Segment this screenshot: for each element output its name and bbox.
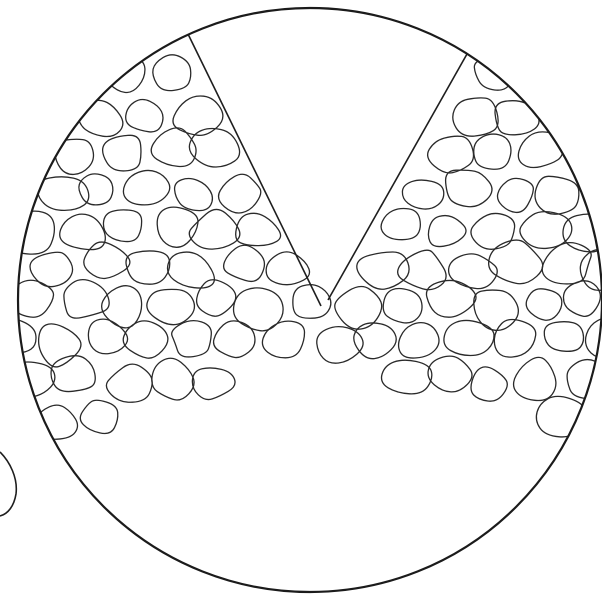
cell-outline (453, 98, 498, 136)
cell-outline (474, 290, 519, 330)
cell-outline (474, 134, 511, 169)
cell-outline (192, 368, 235, 400)
cell-outline (153, 55, 191, 91)
cell-outline (64, 280, 109, 318)
cell-outline (535, 176, 579, 214)
cell-outline (542, 243, 591, 284)
cell-outline (428, 216, 466, 247)
cell-outline (357, 252, 409, 289)
cell-outline (471, 213, 515, 249)
v-notch (188, 34, 467, 306)
cell-outline (175, 179, 213, 211)
cell-outline (426, 280, 476, 317)
cell-outline (35, 405, 78, 439)
cell-outline (147, 289, 195, 324)
cell-outline (526, 289, 562, 320)
cell-outline (446, 170, 492, 207)
cell-outline (518, 132, 563, 168)
cell-outline (224, 245, 265, 281)
cell-outline (354, 323, 396, 359)
cell-outline (563, 281, 600, 317)
cell-layer (0, 55, 602, 439)
cell-outline (55, 139, 94, 174)
cell-outline (123, 321, 168, 358)
cell-outline (514, 357, 556, 400)
cell-outline (497, 178, 533, 212)
cell-outline (293, 285, 331, 319)
cell-outline (495, 101, 539, 135)
cell-outline (79, 174, 113, 205)
cell-outline (428, 136, 474, 173)
cell-outline (152, 358, 194, 400)
cell-outline (173, 96, 223, 135)
cell-outline (236, 213, 281, 245)
cell-outline (126, 251, 170, 284)
cell-outline (168, 252, 215, 288)
cell-outline (444, 320, 494, 355)
cell-outline (381, 209, 420, 240)
cell-outline (262, 321, 304, 358)
cell-outline (106, 364, 152, 402)
cell-outline (126, 100, 163, 132)
cell-outline (189, 129, 239, 167)
cell-outline (428, 356, 472, 392)
cell-outline (494, 320, 535, 358)
cell-outline (172, 321, 212, 357)
cell-outline (381, 360, 431, 394)
cell-outline (123, 170, 169, 204)
cell-outline (8, 211, 54, 254)
cell-outline (51, 356, 95, 392)
cell-outline (103, 135, 141, 171)
cell-outline (77, 100, 123, 136)
cell-outline (399, 323, 439, 358)
cell-outline (544, 322, 583, 352)
cell-outline (80, 400, 118, 433)
edge-scrap (0, 452, 16, 516)
cell-outline (88, 319, 127, 354)
cell-outline (10, 280, 53, 317)
cell-outline (84, 242, 130, 278)
cell-outline (219, 174, 261, 213)
cell-outline (383, 289, 422, 323)
cell-outline (214, 321, 255, 358)
cell-outline (60, 214, 106, 250)
cell-outline (398, 250, 446, 290)
cell-outline (197, 280, 236, 316)
cell-outline (402, 180, 443, 209)
cell-outline (39, 324, 81, 367)
cell-outline (567, 360, 602, 399)
cell-outline (449, 254, 498, 289)
cell-outline (102, 286, 142, 328)
cell-outline (103, 210, 141, 242)
cell-outline (471, 367, 507, 401)
